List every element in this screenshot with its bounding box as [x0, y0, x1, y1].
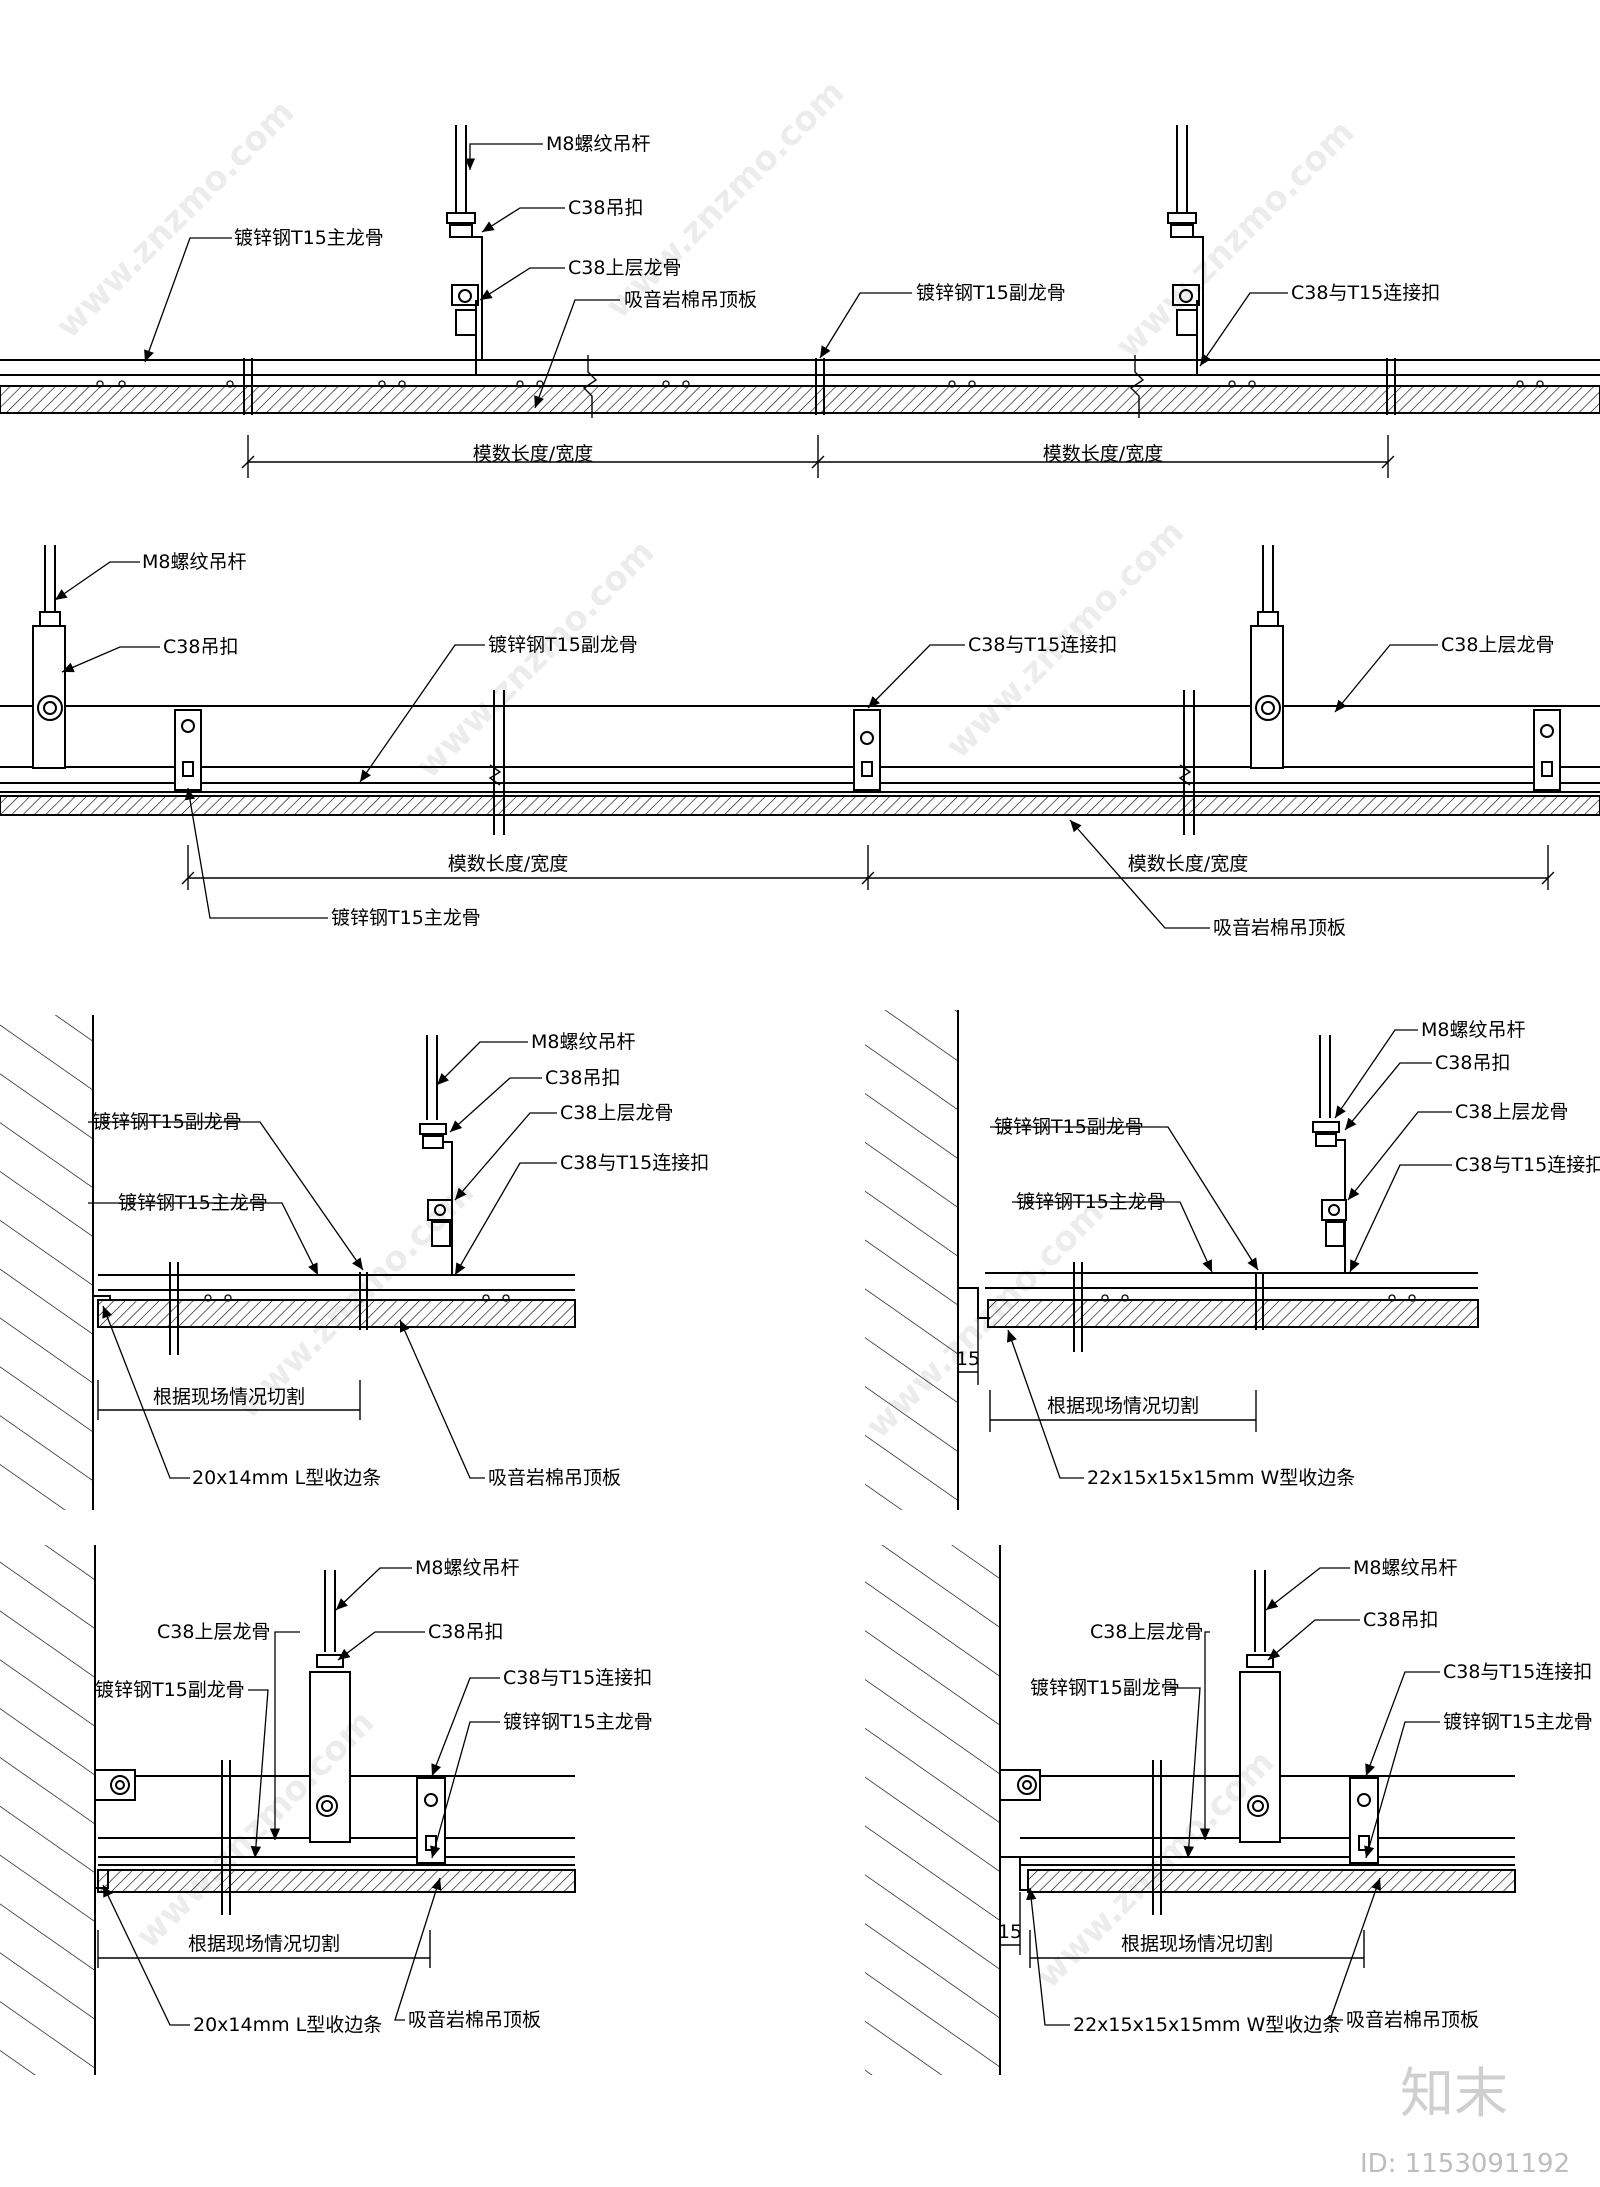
label-t15-main-5: 镀锌钢T15主龙骨	[503, 1711, 653, 1733]
label-w-trim-2: 22x15x15x15mm W型收边条	[1073, 2014, 1341, 2036]
label-c38-clip-6: C38吊扣	[1363, 1609, 1438, 1631]
module-dim-1: 模数长度/宽度	[473, 443, 593, 465]
label-t15-main-3: 镀锌钢T15主龙骨	[118, 1192, 268, 1214]
label-c38-t15-clip-3: C38与T15连接扣	[560, 1152, 709, 1174]
image-id: ID: 1153091192	[1360, 2149, 1570, 2179]
label-t15-main-6: 镀锌钢T15主龙骨	[1443, 1711, 1593, 1733]
label-c38-t15-clip-6: C38与T15连接扣	[1443, 1661, 1592, 1683]
label-t15-sub-3: 镀锌钢T15副龙骨	[92, 1111, 242, 1133]
label-t15-sub-5: 镀锌钢T15副龙骨	[95, 1679, 245, 1701]
label-c38-t15-clip: C38与T15连接扣	[1291, 282, 1440, 304]
hanger-assembly-1	[446, 125, 483, 376]
label-rockwool-panel-5: 吸音岩棉吊顶板	[408, 2009, 541, 2031]
hanger-assembly-6	[1312, 1035, 1347, 1273]
hanger-assembly-8	[1239, 1570, 1281, 1843]
dim-15-b: 15	[998, 1921, 1022, 1943]
detail-1-section: 模数长度/宽度 模数长度/宽度 M8螺纹吊杆 C38吊扣 C38上层龙骨 吸音岩…	[0, 125, 1600, 478]
watermark-site-4: www.znzmo.com	[408, 532, 662, 786]
hanger-assembly-3	[32, 545, 66, 769]
module-dim-3: 模数长度/宽度	[448, 853, 568, 875]
detail-4-w-trim: 15 根据现场情况切割 M8螺纹吊杆 C38吊扣 C38上层龙骨 C38与T15…	[865, 1010, 1600, 1510]
module-dim-4: 模数长度/宽度	[1128, 853, 1248, 875]
detail-3-l-trim: 根据现场情况切割 M8螺纹吊杆 C38吊扣 C38上层龙骨 C38与T15连接扣…	[0, 1015, 709, 1510]
label-t15-main-2: 镀锌钢T15主龙骨	[331, 907, 481, 929]
hanger-assembly-2	[1167, 125, 1204, 376]
label-w-trim-1: 22x15x15x15mm W型收边条	[1087, 1467, 1355, 1489]
label-c38-upper-2: C38上层龙骨	[1441, 634, 1554, 656]
watermark-site-3: www.znzmo.com	[1108, 112, 1362, 366]
label-l-trim-1: 20x14mm L型收边条	[192, 1467, 381, 1489]
connection-clip-5	[416, 1777, 446, 1864]
cut-dim-4: 根据现场情况切割	[1121, 1933, 1273, 1955]
brand-logo: 知末	[1400, 2062, 1508, 2125]
label-rockwool-panel: 吸音岩棉吊顶板	[624, 289, 757, 311]
label-t15-main: 镀锌钢T15主龙骨	[234, 227, 384, 249]
label-c38-t15-clip-4: C38与T15连接扣	[1455, 1154, 1600, 1176]
label-t15-main-4: 镀锌钢T15主龙骨	[1016, 1191, 1166, 1213]
cut-dim-2: 根据现场情况切割	[1047, 1395, 1199, 1417]
label-c38-clip: C38吊扣	[568, 197, 643, 219]
cut-dim-1: 根据现场情况切割	[153, 1386, 305, 1408]
watermark-site-1: www.znzmo.com	[48, 92, 302, 346]
label-c38-clip-4: C38吊扣	[1435, 1052, 1510, 1074]
label-c38-upper-3: C38上层龙骨	[560, 1102, 673, 1124]
connection-clip-6	[1349, 1777, 1379, 1864]
dim-15-a: 15	[956, 1348, 980, 1370]
label-t15-sub: 镀锌钢T15副龙骨	[916, 282, 1066, 304]
detail-5-l-trim: 根据现场情况切割 M8螺纹吊杆 C38上层龙骨 C38吊扣 C38与T15连接扣…	[0, 1545, 653, 2075]
label-c38-upper: C38上层龙骨	[568, 257, 681, 279]
label-t15-sub-2: 镀锌钢T15副龙骨	[488, 634, 638, 656]
hanger-assembly-7	[309, 1570, 351, 1843]
label-c38-upper-4: C38上层龙骨	[1455, 1101, 1568, 1123]
hanger-assembly-4	[1250, 545, 1284, 769]
label-rockwool-panel-2: 吸音岩棉吊顶板	[1213, 917, 1346, 939]
label-c38-clip-5: C38吊扣	[428, 1621, 503, 1643]
connection-clips	[174, 709, 1561, 791]
label-c38-t15-clip-2: C38与T15连接扣	[968, 634, 1117, 656]
label-l-trim-2: 20x14mm L型收边条	[193, 2014, 382, 2036]
cut-dim-3: 根据现场情况切割	[188, 1933, 340, 1955]
label-c38-clip-2: C38吊扣	[163, 636, 238, 658]
label-t15-sub-4: 镀锌钢T15副龙骨	[994, 1116, 1144, 1138]
label-m8-rod-6: M8螺纹吊杆	[1353, 1557, 1457, 1579]
label-t15-sub-6: 镀锌钢T15副龙骨	[1030, 1677, 1180, 1699]
label-c38-clip-3: C38吊扣	[545, 1067, 620, 1089]
label-c38-t15-clip-5: C38与T15连接扣	[503, 1667, 652, 1689]
label-rockwool-panel-3: 吸音岩棉吊顶板	[488, 1467, 621, 1489]
module-dim-2: 模数长度/宽度	[1043, 443, 1163, 465]
label-m8-rod-3: M8螺纹吊杆	[531, 1031, 635, 1053]
label-c38-upper-6: C38上层龙骨	[1090, 1621, 1203, 1643]
detail-2-section: 模数长度/宽度 模数长度/宽度 M8螺纹吊杆 C38吊扣 镀锌钢T15副龙骨 C…	[0, 545, 1600, 939]
label-rockwool-panel-6: 吸音岩棉吊顶板	[1346, 2009, 1479, 2031]
detail-6-w-trim: 15 根据现场情况切割 M8螺纹吊杆 C38上层龙骨 C38吊扣 C38与T15…	[865, 1545, 1593, 2075]
label-m8-rod-2: M8螺纹吊杆	[142, 551, 246, 573]
label-c38-upper-5: C38上层龙骨	[157, 1621, 270, 1643]
label-m8-rod: M8螺纹吊杆	[546, 133, 650, 155]
label-m8-rod-4: M8螺纹吊杆	[1421, 1019, 1525, 1041]
label-m8-rod-5: M8螺纹吊杆	[415, 1557, 519, 1579]
